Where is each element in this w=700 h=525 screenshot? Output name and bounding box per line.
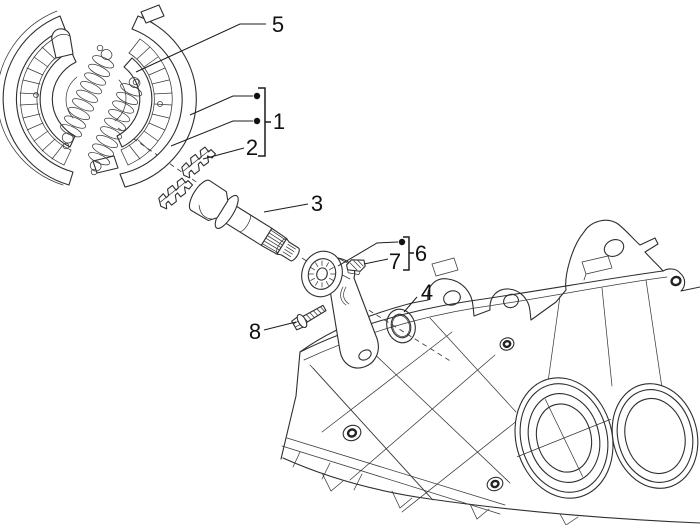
callout-1: 1	[273, 109, 285, 134]
leader-dot-6	[337, 241, 399, 267]
leader-dot-upper	[189, 95, 253, 116]
brake-shoe-right	[116, 57, 153, 148]
kit-dot-6	[398, 238, 406, 246]
callout-2: 2	[246, 135, 258, 160]
bolt-boss	[342, 275, 682, 492]
leader-5	[135, 23, 266, 73]
retainer-clip-lower	[153, 174, 198, 212]
leader-4	[403, 296, 418, 313]
kit-dot-lower	[253, 117, 261, 125]
brake-lever	[301, 250, 379, 369]
callout-5: 5	[272, 12, 284, 37]
return-spring-upper	[60, 49, 115, 144]
return-spring-lower	[88, 77, 143, 172]
fastener-clip	[346, 259, 366, 276]
leader-8	[263, 321, 297, 331]
callout-3: 3	[311, 191, 323, 216]
kit-dot-upper	[253, 92, 261, 100]
hex-bolt	[291, 304, 327, 331]
brake-camshaft	[188, 179, 300, 262]
bearing-bore-left	[514, 377, 614, 499]
brake-shoe-assembly	[0, 4, 197, 188]
leader-2	[202, 147, 245, 160]
leader-dot-lower	[170, 120, 253, 147]
washer	[386, 308, 416, 344]
crankcase-half	[280, 219, 700, 525]
callout-6: 6	[415, 241, 427, 266]
bracket-group-1	[258, 87, 271, 157]
callout-4: 4	[421, 280, 433, 305]
leader-7	[363, 258, 389, 265]
retainer-clip-upper	[176, 143, 221, 181]
callout-7: 7	[389, 249, 401, 274]
bracket-group-6	[403, 236, 414, 271]
bearing-bore-right	[611, 383, 699, 489]
leader-3	[263, 203, 309, 213]
callout-8: 8	[249, 319, 261, 344]
leader-lines	[135, 23, 418, 331]
